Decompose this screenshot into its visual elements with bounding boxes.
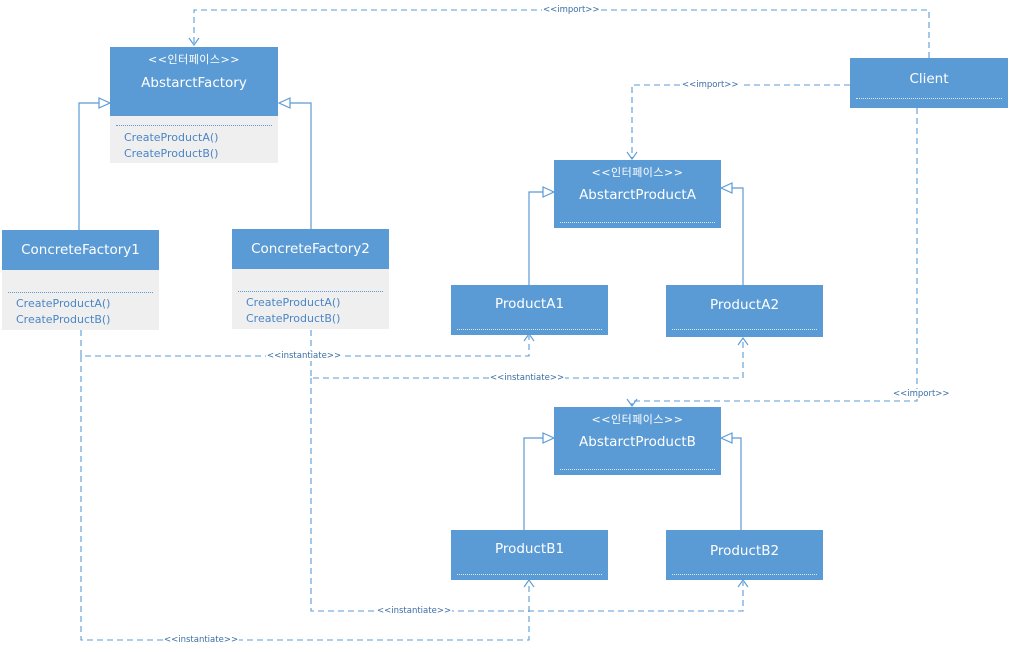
client-header: Client (850, 58, 1008, 98)
inherit-b2-to-apb (727, 437, 742, 530)
method-item: CreateProductB() (124, 147, 219, 160)
inherit-b1-to-apb (523, 437, 548, 530)
product-a2-class[interactable]: ProductA2 (666, 285, 823, 337)
instantiate-label: <<instantiate>> (266, 351, 343, 361)
inherit-arrowhead (719, 182, 733, 194)
product-b1-header: ProductB1 (451, 530, 608, 570)
dependency-arrowhead (737, 337, 749, 346)
dependency-arrowhead (737, 579, 749, 588)
import-label: <<import>> (681, 80, 740, 90)
attribute-divider (457, 329, 602, 330)
inherit-arrowhead (719, 432, 733, 444)
class-name: ProductB1 (494, 541, 565, 557)
class-name: ProductA1 (494, 296, 565, 312)
inherit-cf2-to-af (285, 102, 312, 230)
method-item: CreateProductA() (16, 297, 111, 310)
class-name: ConcreteFactory2 (251, 241, 370, 257)
concrete-factory1-class[interactable]: ConcreteFactory1 CreateProductA() Create… (2, 230, 159, 330)
abstract-product-a-class[interactable]: <<인터페이스>> AbstarctProductA (554, 160, 721, 228)
method-item: CreateProductA() (124, 131, 219, 144)
abstract-product-a-header: <<인터페이스>> AbstarctProductA (554, 160, 721, 216)
inherit-a2-to-apa (727, 187, 744, 285)
abstract-product-b-class[interactable]: <<인터페이스>> AbstarctProductB (554, 407, 721, 475)
attribute-divider (560, 222, 715, 223)
attribute-divider (457, 574, 602, 575)
inherit-arrowhead (98, 97, 112, 109)
class-name: ProductA2 (709, 297, 780, 313)
abstract-factory-header: <<인터페이스>> AbstarctFactory (110, 47, 278, 116)
inherit-arrowhead (542, 186, 556, 198)
stereotype-label: <<인터페이스>> (148, 53, 240, 66)
class-name: AbstarctProductB (579, 434, 696, 450)
product-b2-header: ProductB2 (666, 530, 823, 570)
attribute-divider (560, 469, 715, 470)
dependency-arrowhead (626, 151, 638, 160)
import-client-to-apb (631, 108, 918, 405)
method-list: CreateProductA() CreateProductB() (8, 292, 153, 328)
class-name: Client (909, 71, 949, 87)
product-a2-header: ProductA2 (666, 285, 823, 325)
instantiate-cf1-to-b1 (80, 356, 530, 641)
class-name: AbstarctProductA (579, 187, 696, 203)
dependency-arrowhead (626, 398, 638, 407)
inherit-cf1-to-af (78, 102, 105, 230)
method-item: CreateProductA() (246, 296, 341, 309)
product-a1-class[interactable]: ProductA1 (451, 285, 608, 335)
abstract-factory-class[interactable]: <<인터페이스>> AbstarctFactory CreateProductA… (110, 47, 278, 163)
import-client-to-af (193, 9, 930, 58)
method-list: CreateProductA() CreateProductB() (238, 291, 383, 327)
instantiate-label: <<instantiate>> (163, 635, 240, 645)
instantiate-label: <<instantiate>> (376, 606, 453, 616)
import-label: <<import>> (892, 389, 951, 399)
stereotype-label: <<인터페이스>> (591, 166, 684, 179)
attribute-divider (856, 98, 1002, 99)
concrete-factory1-header: ConcreteFactory1 (2, 230, 159, 270)
concrete-factory2-class[interactable]: ConcreteFactory2 CreateProductA() Create… (232, 229, 389, 329)
import-client-to-apa (631, 84, 850, 158)
method-item: CreateProductB() (246, 312, 341, 325)
inherit-a1-to-apa (528, 191, 548, 285)
class-name: ProductB2 (709, 543, 780, 559)
attribute-divider (672, 574, 817, 575)
instantiate-label: <<instantiate>> (489, 373, 566, 383)
product-b1-class[interactable]: ProductB1 (451, 530, 608, 580)
dependency-arrowhead (188, 37, 200, 46)
stereotype-label: <<인터페이스>> (591, 413, 684, 426)
client-class[interactable]: Client (850, 58, 1008, 108)
product-a1-header: ProductA1 (451, 285, 608, 325)
import-label: <<import>> (542, 5, 601, 15)
product-b2-class[interactable]: ProductB2 (666, 530, 823, 580)
class-name: AbstarctFactory (141, 75, 247, 91)
class-name: ConcreteFactory1 (21, 242, 140, 258)
attribute-divider (672, 329, 817, 330)
inherit-arrowhead (542, 432, 556, 444)
method-item: CreateProductB() (16, 313, 111, 326)
abstract-product-b-header: <<인터페이스>> AbstarctProductB (554, 407, 721, 463)
concrete-factory2-header: ConcreteFactory2 (232, 229, 389, 269)
inherit-arrowhead (277, 97, 291, 109)
dependency-arrowhead (523, 579, 535, 588)
method-list: CreateProductA() CreateProductB() (116, 125, 272, 162)
